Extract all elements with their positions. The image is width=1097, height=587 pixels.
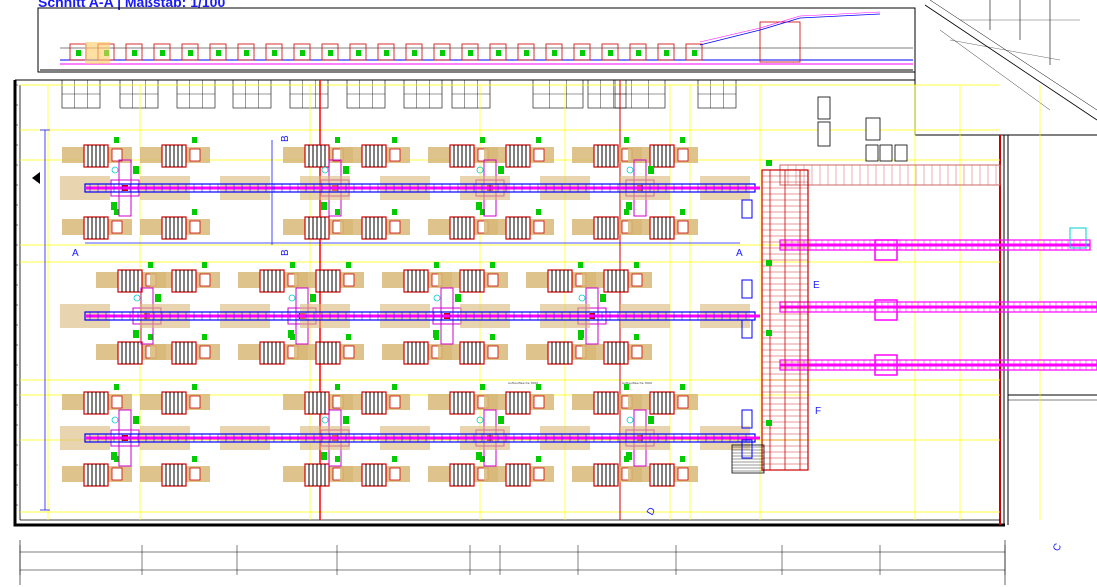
machine-rack	[283, 209, 353, 240]
machine-rack	[340, 456, 410, 487]
machine-rack	[340, 209, 410, 240]
machine-rack	[428, 384, 498, 415]
machine-rack	[238, 262, 308, 293]
machine-rack	[382, 334, 452, 365]
section-marker-a-left: A	[72, 248, 79, 259]
machine-rack	[572, 384, 642, 415]
machine-rack	[582, 334, 652, 365]
dimension-lines	[14, 84, 1006, 585]
machine-rack	[484, 384, 554, 415]
machine-rack	[283, 137, 353, 168]
section-marker-b-bottom: B	[280, 249, 291, 256]
machine-rack	[62, 137, 132, 168]
machine-rack	[140, 137, 210, 168]
machine-rack	[294, 262, 364, 293]
machine-rack	[484, 456, 554, 487]
page-title: Schnitt A-A | Maßstab: 1/100	[38, 0, 226, 10]
equipment-boxes	[817, 96, 908, 162]
machine-rack	[428, 456, 498, 487]
section-marker-e: E	[813, 280, 820, 291]
transfer-station[interactable]	[731, 160, 809, 474]
machine-rack	[150, 262, 220, 293]
machine-rack	[572, 137, 642, 168]
machine-rack	[62, 209, 132, 240]
section-marker-d: D	[645, 506, 658, 518]
machine-rack	[340, 384, 410, 415]
infeed-conveyor	[779, 164, 1001, 186]
rack-note-2: Aufbauflaeche 3000	[622, 381, 652, 385]
machine-rack	[628, 209, 698, 240]
machine-rack	[140, 456, 210, 487]
machine-rack	[582, 262, 652, 293]
section-marker-a-right: A	[736, 248, 743, 259]
machine-rack	[340, 137, 410, 168]
machine-rack	[140, 384, 210, 415]
machine-rack	[382, 262, 452, 293]
machine-rack	[484, 137, 554, 168]
skylight-row	[61, 79, 737, 109]
machine-rack	[140, 209, 210, 240]
machine-rack	[62, 384, 132, 415]
machine-rack	[526, 262, 596, 293]
machine-rack	[294, 334, 364, 365]
machine-rack	[238, 334, 308, 365]
machine-rack	[628, 137, 698, 168]
section-marker-b-top: B	[280, 135, 291, 142]
machine-rack	[572, 209, 642, 240]
section-elevation-strip	[37, 7, 916, 73]
rack-note-1: Aufbauflaeche 3000	[508, 381, 538, 385]
machine-rack	[428, 137, 498, 168]
machine-rack	[283, 384, 353, 415]
machine-rack	[438, 262, 508, 293]
machine-rack	[628, 384, 698, 415]
conveyor-lines[interactable]	[84, 164, 1097, 443]
production-cells[interactable]	[60, 137, 750, 487]
machine-rack	[438, 334, 508, 365]
section-marker-c: C	[1051, 542, 1064, 554]
machine-rack	[572, 456, 642, 487]
machine-rack	[283, 456, 353, 487]
machine-rack	[428, 209, 498, 240]
machine-rack	[628, 456, 698, 487]
building-outline	[13, 72, 1097, 527]
machine-rack	[150, 334, 220, 365]
isometric-detail	[924, 0, 1097, 121]
direction-arrow-icon	[32, 172, 40, 184]
machine-rack	[484, 209, 554, 240]
machine-rack	[62, 456, 132, 487]
section-marker-f: F	[815, 406, 821, 417]
